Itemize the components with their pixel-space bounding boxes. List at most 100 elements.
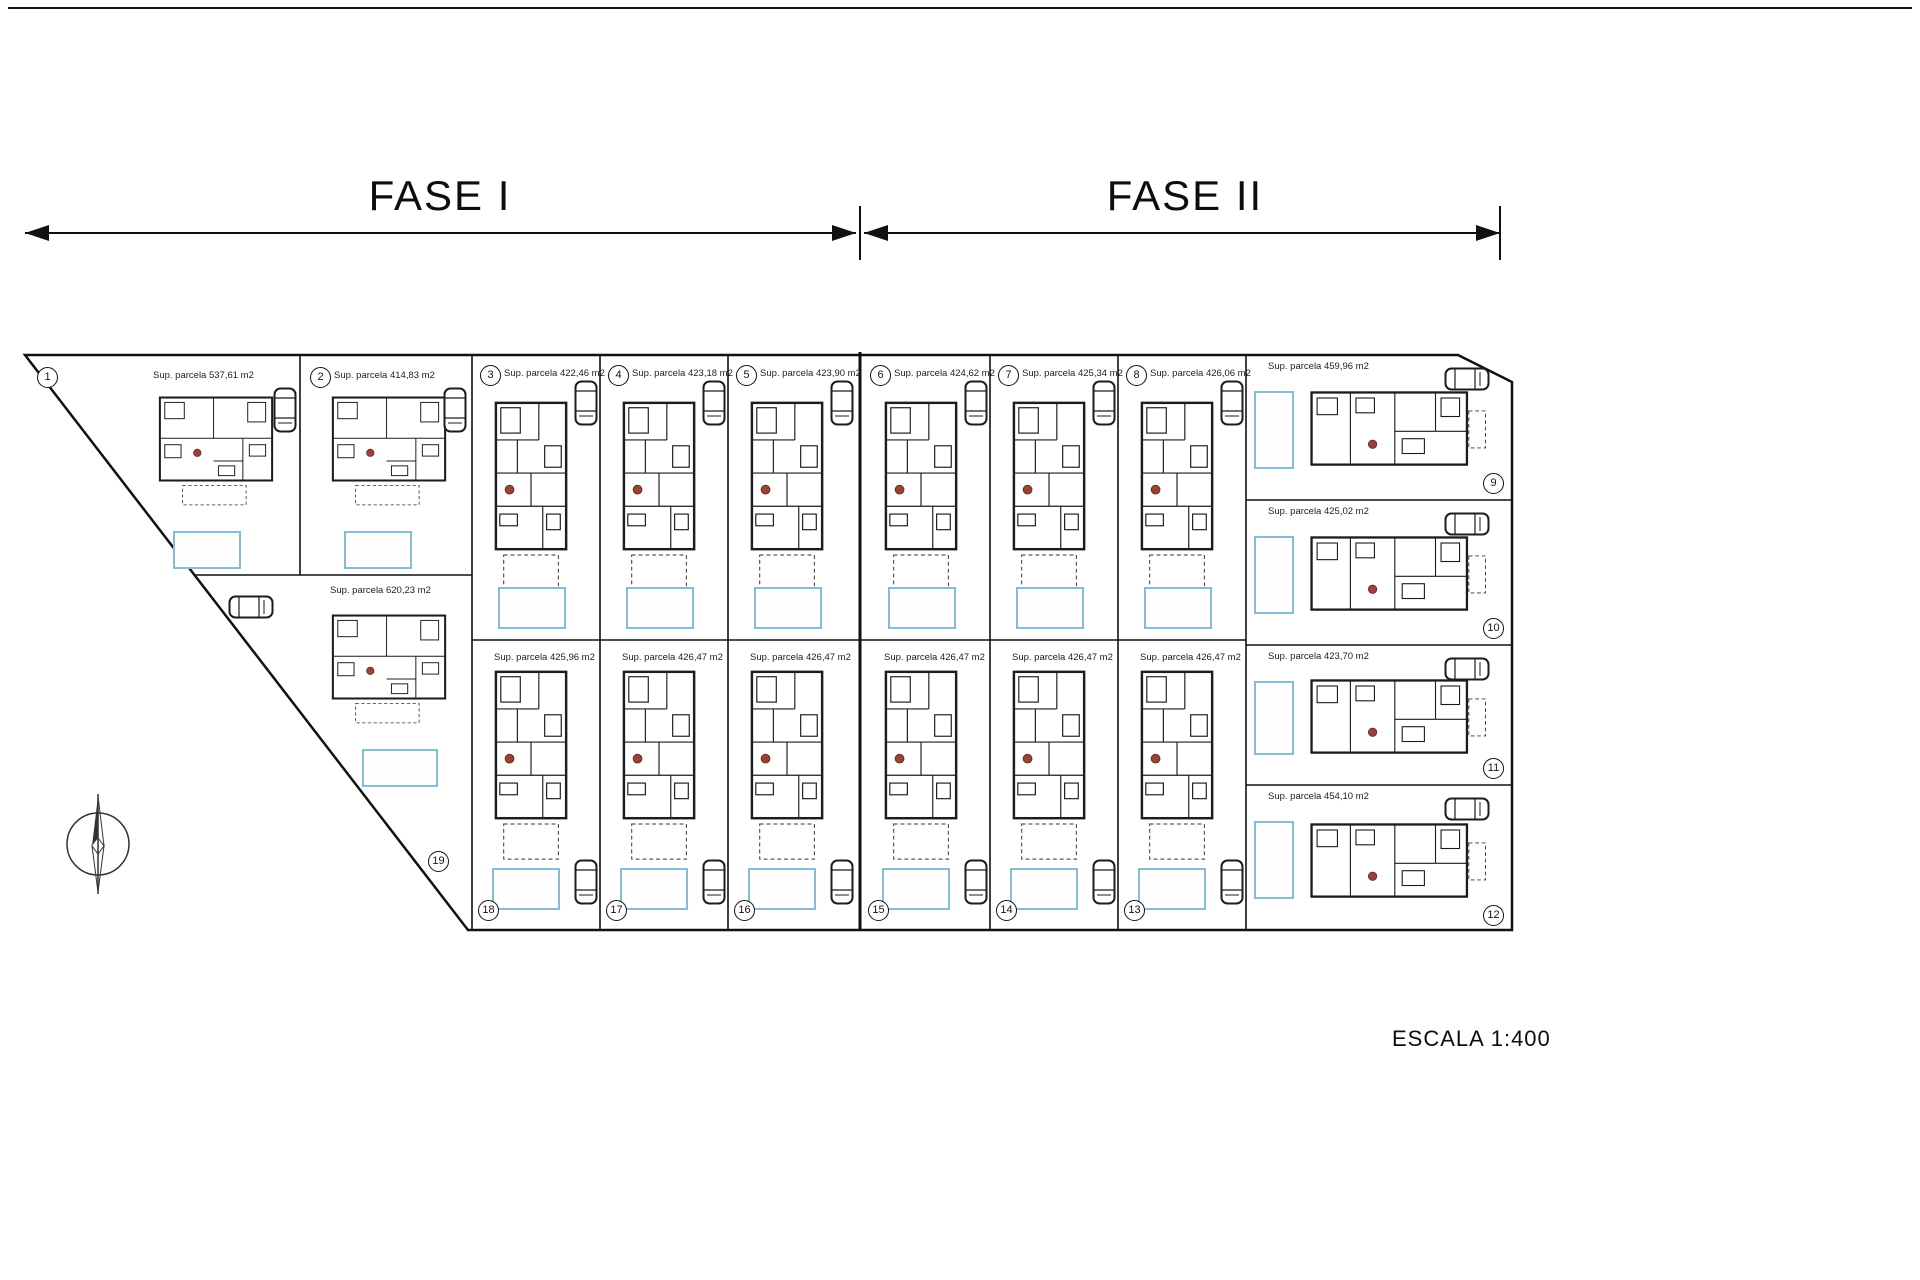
house-floorplan <box>744 397 832 597</box>
swimming-pool <box>344 531 412 569</box>
car-icon <box>228 595 274 619</box>
plot-area-label: Sup. parcela 426,47 m2 <box>1140 652 1241 663</box>
plot-area-label: Sup. parcela 426,47 m2 <box>884 652 985 663</box>
plot-4: 4 Sup. parcela 423,18 m2 <box>600 355 733 640</box>
plot-area-label: Sup. parcela 425,02 m2 <box>1268 506 1369 517</box>
house-floorplan <box>1306 817 1491 905</box>
house-floorplan <box>155 391 277 509</box>
swimming-pool <box>888 587 956 629</box>
plot-number-badge: 13 <box>1124 900 1145 921</box>
car-icon <box>830 859 854 905</box>
swimming-pool <box>498 587 566 629</box>
plot-12: Sup. parcela 454,10 m2 12 <box>1246 785 1512 932</box>
plot-area-label: Sup. parcela 426,47 m2 <box>750 652 851 663</box>
plot-3: 3 Sup. parcela 422,46 m2 <box>472 355 605 640</box>
car-icon <box>1220 380 1244 426</box>
phase-title-fase1: FASE I <box>368 172 512 219</box>
compass-rose-icon <box>66 794 130 894</box>
swimming-pool <box>173 531 241 569</box>
car-icon <box>574 380 598 426</box>
swimming-pool <box>754 587 822 629</box>
plot-16: Sup. parcela 426,47 m2 16 <box>728 640 856 932</box>
plot-area-label: Sup. parcela 423,90 m2 <box>760 368 861 379</box>
house-floorplan <box>878 666 966 866</box>
plot-number-badge: 2 <box>310 367 331 388</box>
house-floorplan <box>1134 397 1222 597</box>
house-floorplan <box>1306 530 1491 618</box>
plot-area-label: Sup. parcela 425,96 m2 <box>494 652 595 663</box>
plot-6: 6 Sup. parcela 424,62 m2 <box>862 355 995 640</box>
plot-area-label: Sup. parcela 426,06 m2 <box>1150 368 1251 379</box>
plot-11: Sup. parcela 423,70 m2 11 <box>1246 645 1512 785</box>
plot-number-badge: 9 <box>1483 473 1504 494</box>
swimming-pool <box>362 749 438 787</box>
house-floorplan <box>488 666 576 866</box>
swimming-pool <box>1254 681 1294 755</box>
swimming-pool <box>882 868 950 910</box>
house-floorplan <box>328 391 450 509</box>
plot-number-badge: 19 <box>428 851 449 872</box>
swimming-pool <box>748 868 816 910</box>
car-icon <box>1220 859 1244 905</box>
car-icon <box>830 380 854 426</box>
plot-number-badge: 5 <box>736 365 757 386</box>
plot-area-label: Sup. parcela 620,23 m2 <box>330 585 431 596</box>
car-icon <box>574 859 598 905</box>
swimming-pool <box>1254 391 1294 469</box>
plot-number-badge: 1 <box>37 367 58 388</box>
house-floorplan <box>616 397 704 597</box>
plot-area-label: Sup. parcela 426,47 m2 <box>622 652 723 663</box>
plot-area-label: Sup. parcela 459,96 m2 <box>1268 361 1369 372</box>
swimming-pool <box>620 868 688 910</box>
swimming-pool <box>1144 587 1212 629</box>
house-floorplan <box>488 397 576 597</box>
swimming-pool <box>1016 587 1084 629</box>
plot-area-label: Sup. parcela 423,18 m2 <box>632 368 733 379</box>
house-floorplan <box>878 397 966 597</box>
car-icon <box>964 859 988 905</box>
plot-19: Sup. parcela 620,23 m2 19 <box>180 575 472 930</box>
car-icon <box>443 387 467 433</box>
plot-1: 1 Sup. parcela 537,61 m2 <box>25 355 300 575</box>
plot-number-badge: 17 <box>606 900 627 921</box>
plot-number-badge: 14 <box>996 900 1017 921</box>
plot-17: Sup. parcela 426,47 m2 17 <box>600 640 728 932</box>
plot-number-badge: 11 <box>1483 758 1504 779</box>
plot-number-badge: 16 <box>734 900 755 921</box>
plot-area-label: Sup. parcela 426,47 m2 <box>1012 652 1113 663</box>
plot-area-label: Sup. parcela 424,62 m2 <box>894 368 995 379</box>
plot-number-badge: 10 <box>1483 618 1504 639</box>
car-icon <box>273 387 297 433</box>
plot-14: Sup. parcela 426,47 m2 14 <box>990 640 1118 932</box>
plot-8: 8 Sup. parcela 426,06 m2 <box>1118 355 1251 640</box>
plot-area-label: Sup. parcela 423,70 m2 <box>1268 651 1369 662</box>
plot-area-label: Sup. parcela 425,34 m2 <box>1022 368 1123 379</box>
car-icon <box>964 380 988 426</box>
plot-number-badge: 4 <box>608 365 629 386</box>
swimming-pool <box>626 587 694 629</box>
swimming-pool <box>1010 868 1078 910</box>
car-icon <box>1092 380 1116 426</box>
plot-7: 7 Sup. parcela 425,34 m2 <box>990 355 1123 640</box>
house-floorplan <box>616 666 704 866</box>
plot-15: Sup. parcela 426,47 m2 15 <box>862 640 990 932</box>
plot-number-badge: 18 <box>478 900 499 921</box>
plot-18: Sup. parcela 425,96 m2 18 <box>472 640 600 932</box>
house-floorplan <box>1306 385 1491 473</box>
plot-13: Sup. parcela 426,47 m2 13 <box>1118 640 1246 932</box>
house-floorplan <box>1306 673 1491 761</box>
plot-area-label: Sup. parcela 414,83 m2 <box>334 370 435 381</box>
plot-area-label: Sup. parcela 422,46 m2 <box>504 368 605 379</box>
plot-10: Sup. parcela 425,02 m2 10 <box>1246 500 1512 645</box>
house-floorplan <box>1134 666 1222 866</box>
plot-number-badge: 15 <box>868 900 889 921</box>
scale-label: ESCALA 1:400 <box>1392 1026 1551 1051</box>
plot-number-badge: 3 <box>480 365 501 386</box>
car-icon <box>702 859 726 905</box>
plot-number-badge: 8 <box>1126 365 1147 386</box>
swimming-pool <box>492 868 560 910</box>
plot-2: 2 Sup. parcela 414,83 m2 <box>300 355 472 575</box>
plot-9: Sup. parcela 459,96 m2 9 <box>1246 355 1512 500</box>
swimming-pool <box>1254 821 1294 899</box>
